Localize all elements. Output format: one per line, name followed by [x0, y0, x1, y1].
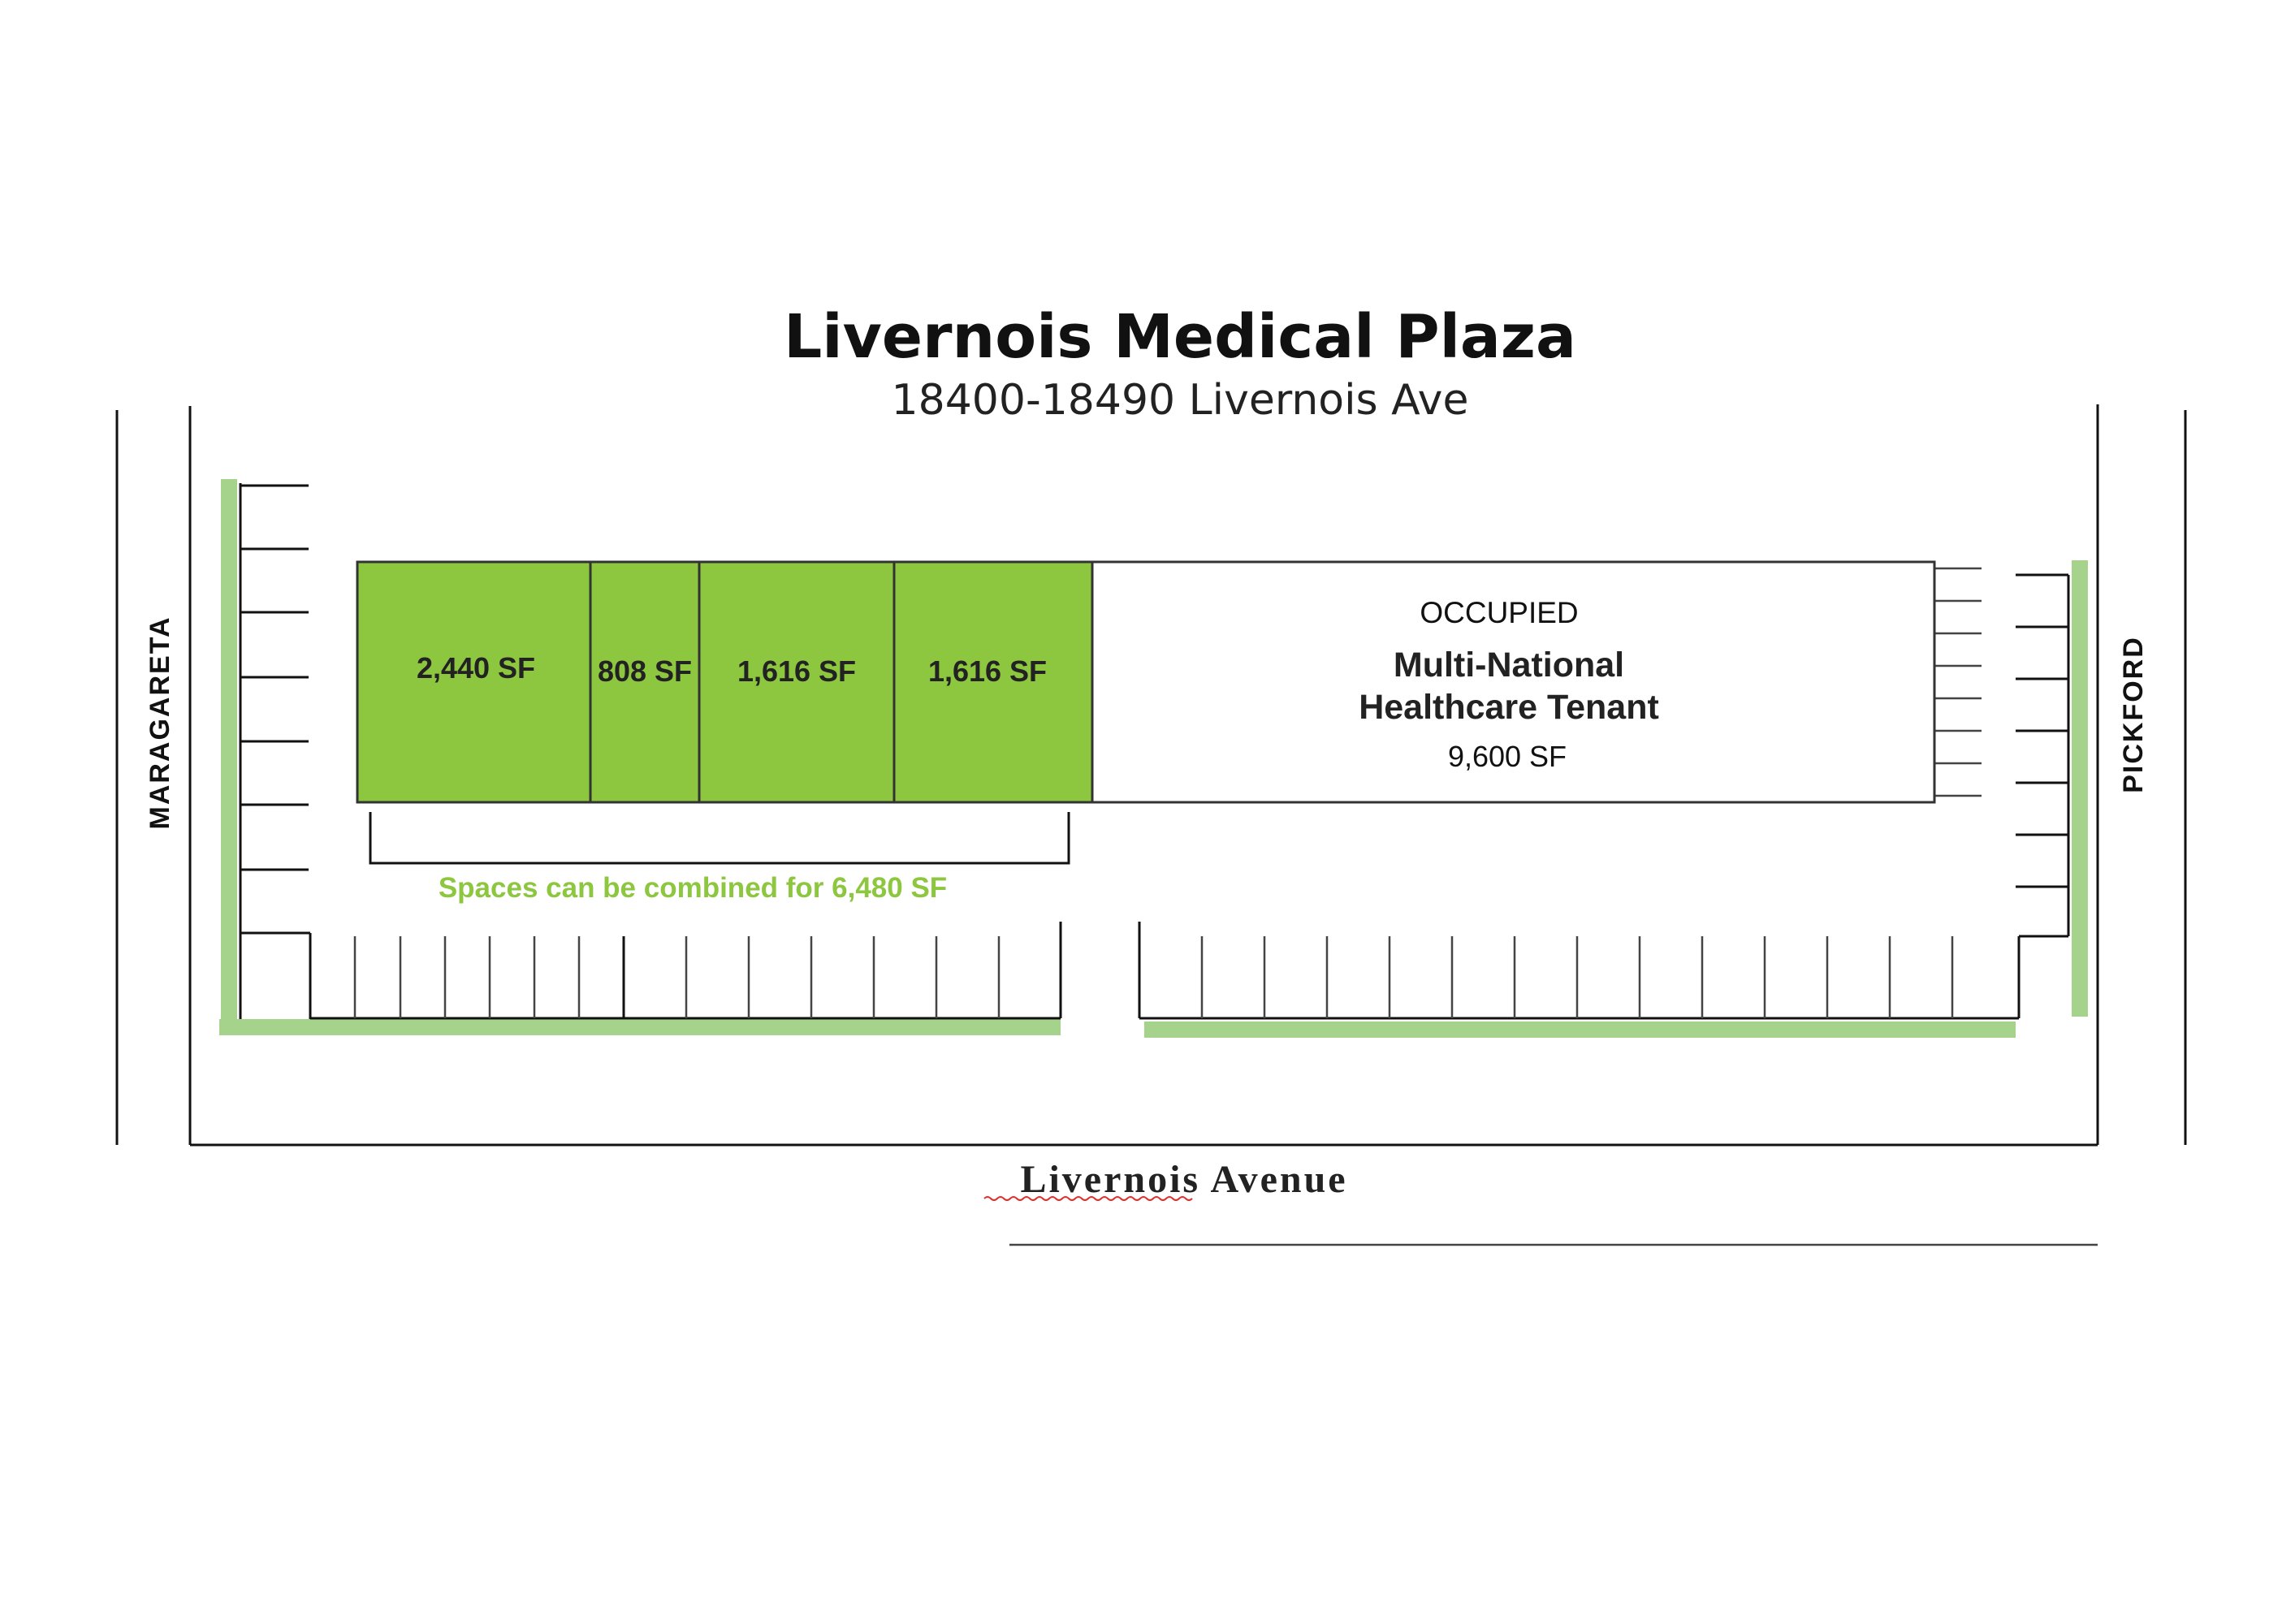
page-title: Livernois Medical Plaza	[784, 302, 1576, 372]
building: 2,440 SF 808 SF 1,616 SF 1,616 SF OCCUPI…	[356, 560, 1936, 804]
combine-note: Spaces can be combined for 6,480 SF	[439, 872, 947, 904]
street-label-left: MARAGARETA	[145, 615, 175, 829]
unit-4[interactable]	[892, 560, 1094, 804]
occupied-size: 9,600 SF	[1448, 740, 1567, 773]
parking-stubs-east	[1934, 567, 1982, 797]
tenant-name-line1: Multi-National	[1394, 646, 1624, 685]
street-label-right: PICKFORD	[2118, 636, 2149, 793]
tenant-name-line2: Healthcare Tenant	[1359, 688, 1659, 727]
street-label-bottom: Livernois Avenue	[1020, 1158, 1347, 1201]
property-address: 18400-18490 Livernois Ave	[892, 376, 1469, 425]
street-boundaries	[115, 404, 2187, 1246]
unit-2-size: 808 SF	[598, 654, 692, 688]
unit-3[interactable]	[698, 560, 896, 804]
unit-1[interactable]	[356, 560, 592, 804]
unit-4-size: 1,616 SF	[928, 654, 1047, 688]
spellcheck-underline	[983, 1196, 1193, 1201]
parking-left	[239, 483, 310, 1019]
parking-bottom-right	[1138, 922, 2021, 1020]
parking-bottom-left	[309, 922, 1062, 1020]
occupied-status: OCCUPIED	[1420, 596, 1578, 629]
occupied-unit	[1091, 560, 1936, 804]
unit-1-size: 2,440 SF	[417, 651, 535, 685]
combine-bracket	[369, 812, 1070, 865]
landscaping	[219, 479, 2088, 1038]
unit-2[interactable]	[589, 560, 701, 804]
unit-3-size: 1,616 SF	[737, 654, 856, 688]
parking-right	[2016, 573, 2070, 938]
